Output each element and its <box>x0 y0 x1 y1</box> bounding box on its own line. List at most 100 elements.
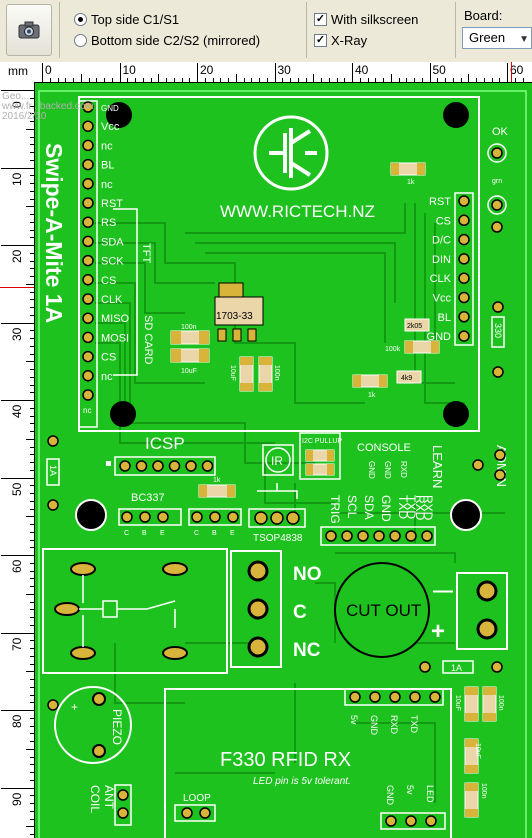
r1k-small <box>198 484 236 498</box>
ruler-tick <box>30 570 34 572</box>
pcb-drawing: Swipe-A-Mite 1A GNDVccncBLncRSTRSSDASCKC… <box>35 83 532 838</box>
ruler-tick <box>30 152 34 153</box>
ruler-tick <box>26 128 34 130</box>
header-pin-label: Vcc <box>101 121 120 133</box>
bottom-side-option[interactable]: Bottom side C2/S2 (mirrored) <box>74 33 260 48</box>
header-pin <box>458 291 470 304</box>
smd-r1k-top <box>390 162 426 176</box>
xray-option[interactable]: ✓ X-Ray <box>314 33 367 48</box>
ruler-number: 20 <box>200 63 214 77</box>
ruler-number: 40 <box>355 63 369 77</box>
xray-checkbox[interactable]: ✓ <box>314 34 327 47</box>
ruler-tick <box>220 78 222 82</box>
r2k05 <box>404 318 430 332</box>
ruler-tick <box>30 686 34 688</box>
board-outline <box>38 90 527 838</box>
c10uf-d-label: 10uF <box>474 743 481 759</box>
ruler-tick <box>266 78 268 82</box>
ruler-number: 60 <box>10 559 24 573</box>
top-side-label: Top side C1/S1 <box>91 12 180 27</box>
bottom-side-radio[interactable] <box>74 34 87 47</box>
terminal-pad-c <box>247 598 269 620</box>
ruler-tick <box>30 679 34 680</box>
snapshot-button[interactable] <box>6 4 52 56</box>
transistor-pin <box>157 511 169 523</box>
header-pin-label: Vcc <box>433 293 452 305</box>
c10uf-b-label: 10uF <box>229 365 236 381</box>
silkscreen-checkbox[interactable]: ✓ <box>314 13 327 26</box>
transistor-pin <box>227 511 239 523</box>
ruler-tick <box>26 283 34 285</box>
ruler-tick <box>328 78 330 82</box>
ruler-tick <box>57 78 59 82</box>
ruler-tick <box>30 330 34 332</box>
ruler-tick <box>30 392 34 394</box>
ruler-tick <box>452 78 454 82</box>
cbe-label: B <box>142 530 147 537</box>
cap-100n-b <box>258 356 273 392</box>
header-pin-label: RST <box>429 196 451 208</box>
icsp-pin <box>185 460 197 472</box>
silkscreen-option[interactable]: ✓ With silkscreen <box>314 12 418 27</box>
top-side-option[interactable]: Top side C1/S1 <box>74 12 179 27</box>
ruler-tick <box>30 485 34 487</box>
ruler-tick <box>30 741 34 742</box>
top-side-radio[interactable] <box>74 13 87 26</box>
ruler-tick <box>30 810 34 812</box>
ruler-tick <box>491 78 493 82</box>
ruler-tick <box>30 237 34 239</box>
ruler-tick <box>30 795 34 797</box>
ok-label: OK <box>492 126 509 138</box>
c10uf-label: 10uF <box>181 368 197 375</box>
bottom-pin-label: TXD <box>396 495 410 519</box>
no-label: NO <box>293 564 322 585</box>
ruler-tick <box>73 78 74 82</box>
ruler-tick <box>30 764 34 766</box>
cap-100n <box>170 330 210 345</box>
ruler-tick <box>1 787 34 789</box>
terminal-pad-no <box>247 560 269 582</box>
watermark-line: Geo... <box>2 91 30 102</box>
bottom-pin-label: SDA <box>362 495 376 520</box>
ruler-tick <box>305 78 307 82</box>
tft-label: TFT <box>140 243 152 263</box>
header-pin <box>82 139 94 152</box>
i2c-pullup-label: I2C PULLUP <box>302 438 342 445</box>
ruler-number: 60 <box>510 63 524 77</box>
ok-led-pad <box>491 147 503 159</box>
ruler-tick <box>1 400 34 401</box>
board-select[interactable]: Green ▼ <box>462 27 532 49</box>
ruler-tick <box>30 717 34 719</box>
header-pin-label: CS <box>101 352 116 364</box>
nc-label: NC <box>293 640 321 661</box>
regulator <box>214 282 264 342</box>
ruler-tick <box>96 78 98 82</box>
ruler-tick <box>251 78 253 82</box>
ruler-tick <box>30 725 34 727</box>
ruler-tick <box>30 159 34 161</box>
ant-label: ANT <box>102 785 116 810</box>
header-pin <box>458 233 470 246</box>
tft-header-outline <box>78 100 98 428</box>
ruler-tick <box>30 260 34 262</box>
ruler-tick <box>158 74 160 82</box>
ruler-number: 0 <box>45 63 52 77</box>
header-pin-label: MOSI <box>101 332 129 344</box>
ruler-tick <box>30 702 34 704</box>
ruler-tick <box>30 353 34 355</box>
mount-hole <box>106 102 132 128</box>
ruler-tick <box>367 78 369 82</box>
ruler-tick <box>30 756 34 758</box>
ruler-tick <box>228 78 229 82</box>
r2k05-label: 2k05 <box>407 323 422 330</box>
header-pin <box>82 312 94 324</box>
power-terminal <box>456 572 508 650</box>
ruler-tick <box>30 407 34 409</box>
i2c-resistors <box>305 449 335 476</box>
r100k <box>404 340 440 354</box>
ruler-tick <box>30 818 34 820</box>
ruler-tick <box>30 314 34 316</box>
